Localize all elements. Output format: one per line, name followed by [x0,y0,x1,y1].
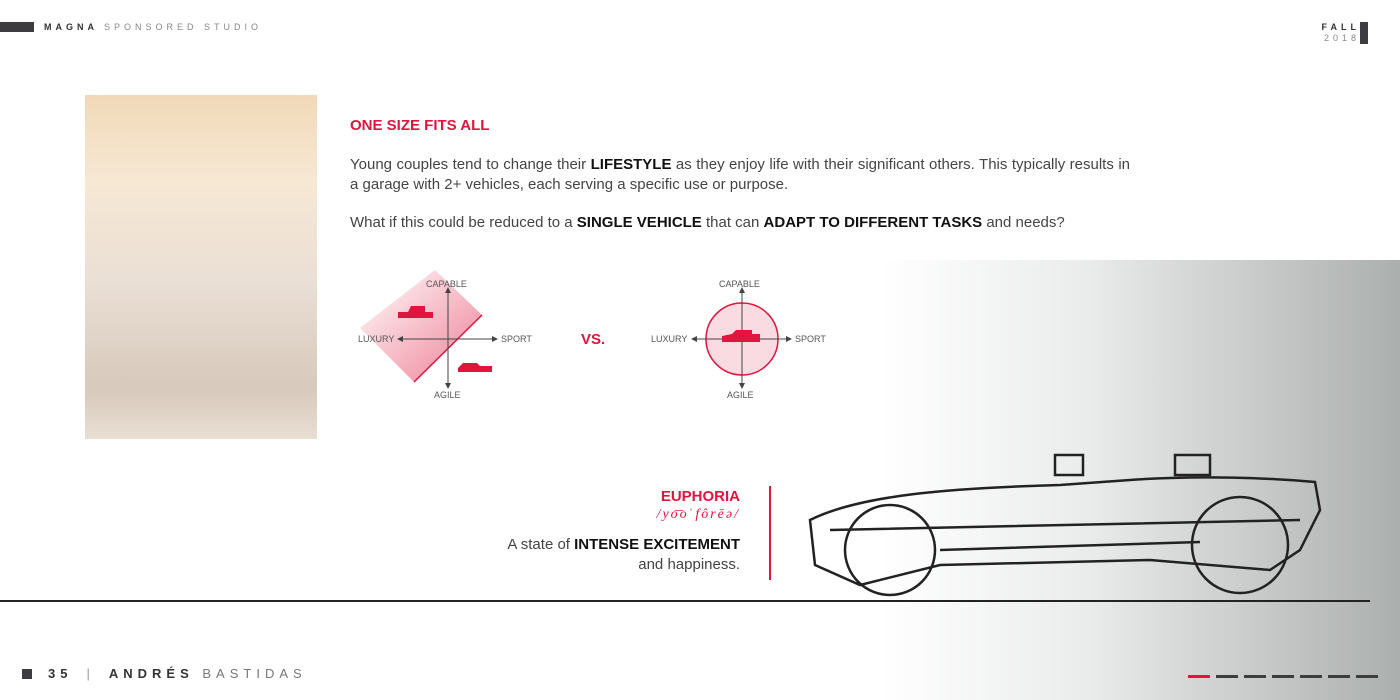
author-first: ANDRÉS [108,666,194,681]
author-last: BASTIDAS [202,666,307,681]
definition-divider [769,486,771,580]
section-title: ONE SIZE FITS ALL [350,117,490,134]
year: 2018 [1323,33,1360,43]
definition-phonetic: /yo͞oˈfôrēə/ [656,507,740,522]
label-sport: SPORT [501,334,532,344]
label-luxury-2: LUXURY [651,334,688,344]
page-dash[interactable] [1300,675,1322,678]
car-sketch [808,453,1322,597]
definition-word: EUPHORIA [660,488,740,505]
paragraph-lifestyle: Young couples tend to change their LIFES… [350,156,1130,193]
page-dash[interactable] [1244,675,1266,678]
separator: | [86,666,95,681]
label-agile: AGILE [434,390,461,400]
season-label: FALL [1321,22,1360,32]
label-capable: CAPABLE [426,279,467,289]
brand: MAGNA [44,22,98,32]
header: MAGNA SPONSORED STUDIO [0,22,262,32]
page-dash[interactable] [1356,675,1378,678]
definition: EUPHORIA /yo͞oˈfôrēə/ A state of INTENSE… [507,488,740,575]
page-dash[interactable] [1188,675,1210,678]
header-bar [0,22,34,32]
label-capable-2: CAPABLE [719,279,760,289]
label-agile-2: AGILE [727,390,754,400]
page-dash[interactable] [1216,675,1238,678]
season-bar [1360,22,1368,44]
label-luxury: LUXURY [358,334,395,344]
diagram-unified [691,287,792,389]
single-vehicle-icon [722,330,760,342]
footer: 35 | ANDRÉS BASTIDAS [22,666,307,681]
footer-square [22,668,32,679]
sports-car-icon [458,363,492,372]
paragraph-question: What if this could be reduced to a SINGL… [350,214,1065,231]
header-subtitle: SPONSORED STUDIO [104,22,263,32]
truck-icon [398,306,433,318]
label-sport-2: SPORT [795,334,826,344]
ground-line [0,600,1370,602]
page-dash[interactable] [1328,675,1350,678]
page-number: 35 [48,666,73,681]
diagonal-shade [360,270,482,382]
page-dash[interactable] [1272,675,1294,678]
page-indicator [1188,675,1378,678]
vs-label: VS. [581,331,606,348]
couple-photo [85,95,317,439]
diagram-split [360,270,498,389]
